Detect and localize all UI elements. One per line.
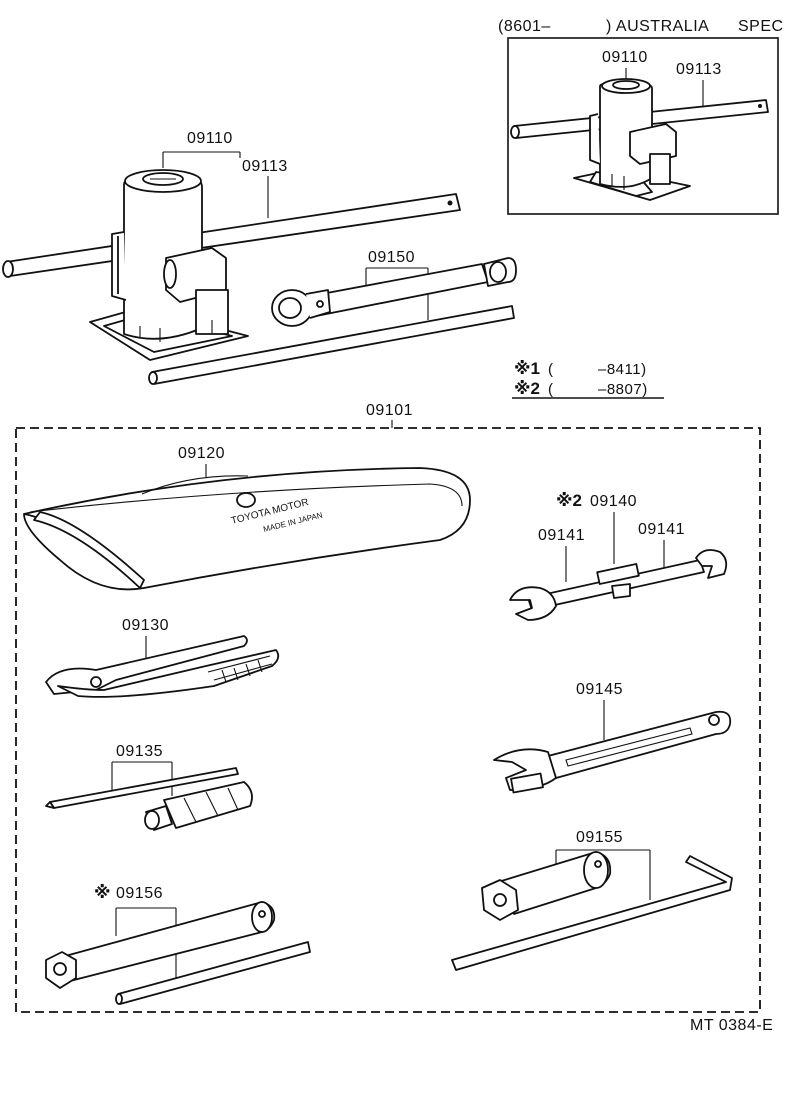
wrench-left-label: 09141	[538, 527, 585, 544]
extension-rod	[148, 305, 515, 385]
plug-wrench-label: 09155	[576, 829, 623, 846]
wrench-set-label: 09140	[590, 493, 637, 510]
tool-bag-label: 09120	[178, 445, 225, 462]
figure-code: MT 0384-E	[690, 1017, 773, 1034]
legend-open-2: (	[548, 381, 554, 398]
socket-wrench	[271, 257, 517, 327]
tool-set-label: 09101	[366, 402, 413, 419]
bottle-jack	[89, 169, 249, 361]
inset-jack	[573, 78, 691, 201]
pliers-label: 09130	[122, 617, 169, 634]
double-open-wrenches	[509, 549, 728, 621]
wrench-set-group: ※2 09140 09141 09141	[509, 491, 728, 621]
tool-set-frame	[15, 427, 761, 1013]
plug-wrench-group: 09155	[451, 829, 733, 971]
legend-open-1: (	[548, 361, 554, 378]
tool-bag: TOYOTA MOTOR MADE IN JAPAN	[23, 467, 471, 591]
legend-range-2: –8807)	[598, 381, 648, 398]
legend-range-1: –8411)	[598, 361, 647, 378]
adjustable-wrench-group: 09145	[493, 681, 732, 794]
wrench-assembly-group: 09150	[148, 249, 517, 385]
adjustable-wrench-label: 09145	[576, 681, 623, 698]
screwdriver-handle	[144, 781, 253, 831]
plug-socket	[481, 851, 612, 921]
screwdriver-blade	[45, 767, 239, 809]
wrench-set-mark: ※2	[556, 491, 582, 510]
jack-label: 09110	[187, 130, 233, 147]
tube-wrench	[45, 901, 276, 989]
legend-mark-1: ※1	[514, 359, 540, 378]
wrench-assembly-label: 09150	[368, 249, 415, 266]
inset-jack-label: 09110	[602, 49, 648, 66]
screwdriver-label: 09135	[116, 743, 163, 760]
australia-spec-inset: (8601– ) AUSTRALIA SPEC 09110 09113	[498, 18, 784, 215]
plug-wrench-mark: ※	[94, 883, 111, 902]
l-shaped-rod	[451, 855, 733, 971]
tool-set-group: 09101	[15, 402, 761, 1013]
screwdriver-group: 09135	[45, 743, 253, 831]
inset-header-open: (8601–	[498, 18, 551, 35]
pliers-group: 09130	[45, 617, 280, 698]
plug-wrench-alt-group: ※ 09156	[45, 883, 311, 1005]
bag-logo-icon	[236, 492, 256, 508]
inset-handle-label: 09113	[676, 61, 722, 78]
handle-label: 09113	[242, 158, 288, 175]
plug-wrench-alt-label: 09156	[116, 885, 163, 902]
wrench-right-label: 09141	[638, 521, 685, 538]
main-jack-group: 09110 09113	[2, 130, 461, 361]
legend-mark-2: ※2	[514, 379, 540, 398]
legend: ※1 ( –8411) ※2 ( –8807)	[512, 359, 664, 399]
tommy-bar	[115, 941, 311, 1005]
inset-header-close: ) AUSTRALIA	[606, 18, 709, 35]
inset-frame	[507, 37, 779, 215]
jack-leader	[162, 151, 241, 168]
tool-bag-group: 09120 TOYOTA MOTOR MADE IN JAPAN	[23, 445, 471, 591]
inset-header-spec: SPEC	[738, 18, 784, 35]
slip-joint-pliers	[45, 635, 280, 698]
adjustable-wrench	[493, 710, 732, 794]
